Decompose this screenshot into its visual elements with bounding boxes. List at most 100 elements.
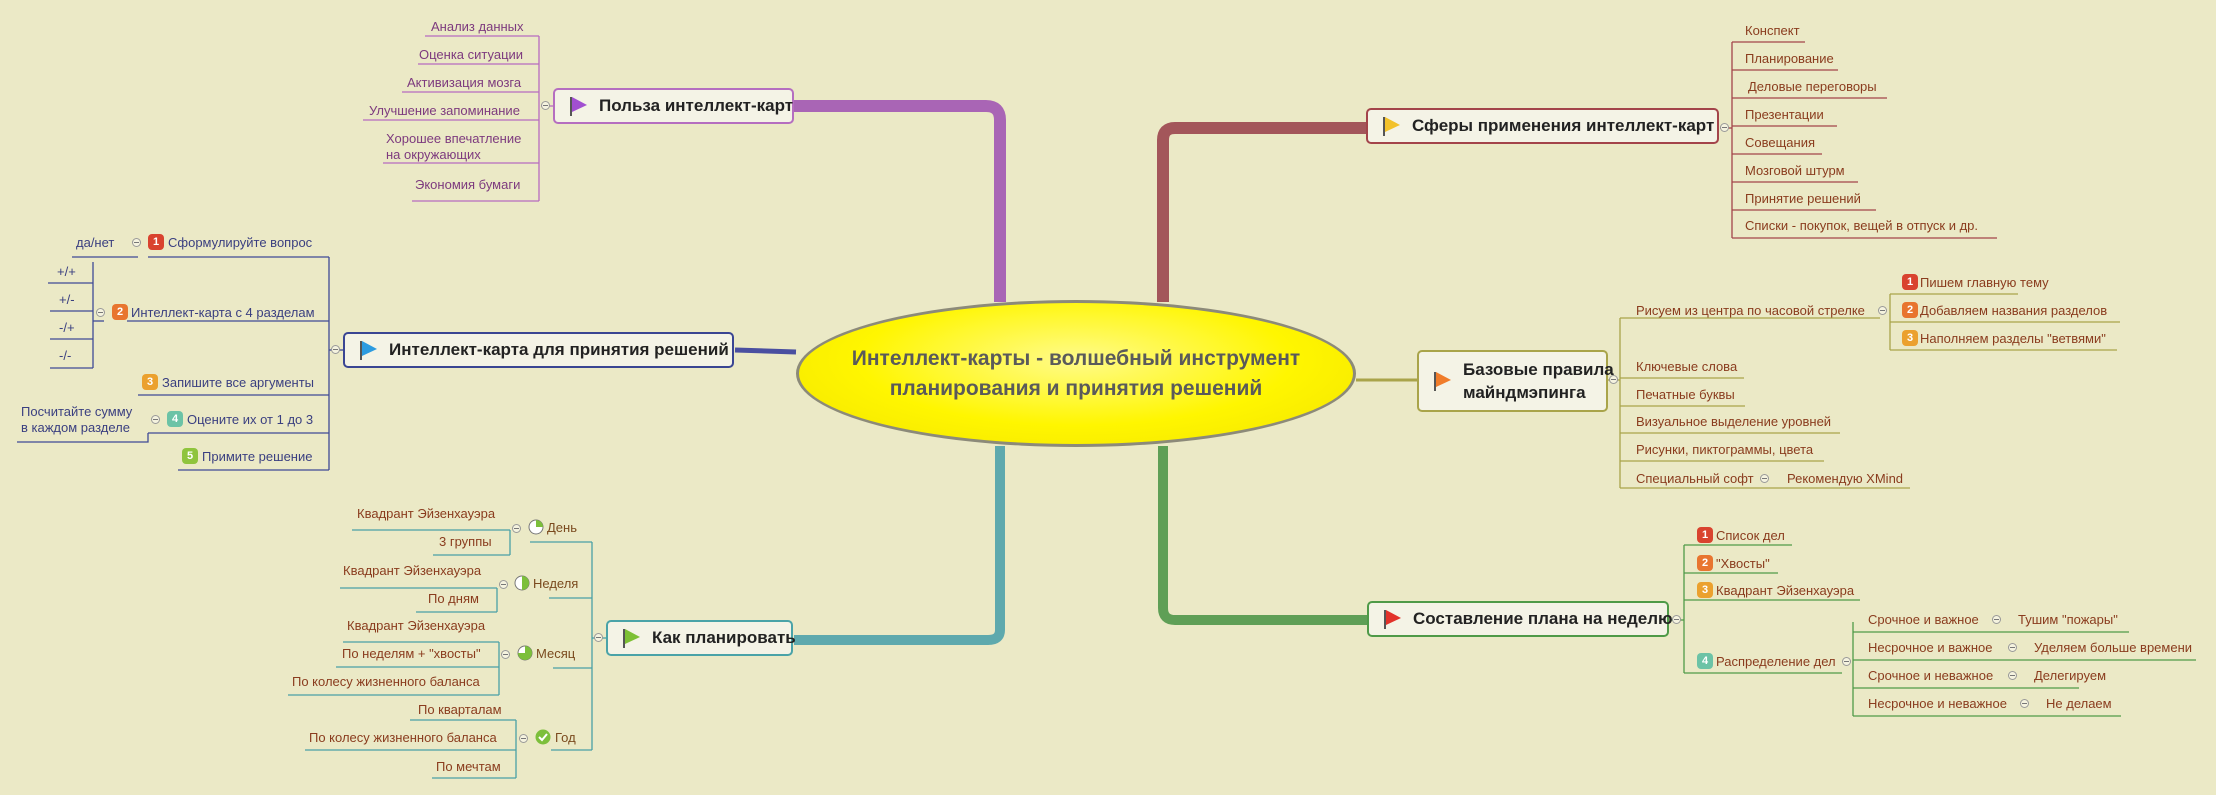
collapse-toggle[interactable]	[1672, 615, 1681, 624]
number-2-icon: 2	[1697, 555, 1713, 571]
decision-quadrant[interactable]: +/-	[59, 292, 75, 307]
orange-flag-icon	[1434, 372, 1451, 391]
decision-step[interactable]: Примите решение	[202, 449, 313, 464]
green-flag-icon	[623, 629, 640, 648]
benefit-item[interactable]: на окружающих	[386, 147, 481, 162]
decision-step[interactable]: Запишите все аргументы	[162, 375, 315, 390]
collapse-toggle[interactable]	[594, 633, 603, 642]
weekly-item[interactable]: "Хвосты"	[1716, 556, 1770, 571]
plan-item[interactable]: По дням	[428, 591, 479, 606]
collapse-toggle[interactable]	[1878, 306, 1887, 315]
sphere-item[interactable]: Списки - покупок, вещей в отпуск и др.	[1745, 218, 1979, 233]
quadrant-action[interactable]: Не делаем	[2046, 696, 2112, 711]
benefit-item[interactable]: Анализ данных	[431, 19, 524, 34]
rules-item[interactable]: Специальный софт	[1636, 471, 1754, 486]
quadrant-label[interactable]: Срочное и важное	[1868, 612, 1979, 627]
plan-item[interactable]: По мечтам	[436, 759, 501, 774]
benefit-item[interactable]: Хорошее впечатление	[386, 131, 522, 146]
decision-quadrant[interactable]: -/+	[59, 320, 75, 335]
benefit-item[interactable]: Оценка ситуации	[419, 47, 524, 62]
number-4-icon: 4	[167, 411, 183, 427]
plan-period[interactable]: Год	[555, 730, 576, 745]
sphere-item[interactable]: Планирование	[1745, 51, 1834, 66]
topic-benefits[interactable]: Польза интеллект-карт	[553, 88, 794, 124]
quadrant-action[interactable]: Тушим "пожары"	[2018, 612, 2118, 627]
plan-item[interactable]: По колесу жизненного баланса	[309, 730, 497, 745]
decision-step[interactable]: Сформулируйте вопрос	[168, 235, 313, 250]
benefit-item[interactable]: Активизация мозга	[407, 75, 522, 90]
plan-item[interactable]: Квадрант Эйзенхауэра	[343, 563, 482, 578]
collapse-toggle[interactable]	[1720, 123, 1729, 132]
collapse-toggle[interactable]	[501, 650, 510, 659]
plan-period[interactable]: Месяц	[536, 646, 576, 661]
collapse-toggle[interactable]	[1760, 474, 1769, 483]
collapse-toggle[interactable]	[1609, 375, 1618, 384]
sphere-item[interactable]: Мозговой штурм	[1745, 163, 1845, 178]
plan-item[interactable]: По колесу жизненного баланса	[292, 674, 480, 689]
weekly-item[interactable]: Квадрант Эйзенхауэра	[1716, 583, 1855, 598]
topic-plan[interactable]: Как планировать	[606, 620, 796, 656]
collapse-toggle[interactable]	[2008, 671, 2017, 680]
central-topic[interactable]: Интеллект-карты - волшебный инструмент п…	[796, 300, 1356, 447]
topic-spheres[interactable]: Сферы применения интеллект-карт	[1366, 108, 1719, 144]
collapse-toggle[interactable]	[541, 101, 550, 110]
quadrant-action[interactable]: Уделяем больше времени	[2034, 640, 2193, 655]
sphere-item[interactable]: Принятие решений	[1745, 191, 1861, 206]
quadrant-action[interactable]: Делегируем	[2034, 668, 2107, 683]
quadrant-label[interactable]: Несрочное и важное	[1868, 640, 1993, 655]
decision-note[interactable]: Посчитайте сумму	[21, 404, 133, 419]
decision-step-child[interactable]: да/нет	[76, 235, 115, 250]
sphere-item[interactable]: Деловые переговоры	[1748, 79, 1877, 94]
collapse-toggle[interactable]	[499, 580, 508, 589]
number-3-icon: 3	[1697, 582, 1713, 598]
decision-quadrant[interactable]: -/-	[59, 348, 72, 363]
collapse-toggle[interactable]	[512, 524, 521, 533]
topic-weekly[interactable]: Составление плана на неделю	[1367, 601, 1673, 637]
collapse-toggle[interactable]	[151, 415, 160, 424]
plan-period[interactable]: День	[547, 520, 577, 535]
collapse-toggle[interactable]	[2020, 699, 2029, 708]
quadrant-label[interactable]: Несрочное и неважное	[1868, 696, 2007, 711]
topic-decision[interactable]: Интеллект-карта для принятия решений	[343, 332, 734, 368]
weekly-item[interactable]: Список дел	[1716, 528, 1785, 543]
plan-item[interactable]: По кварталам	[418, 702, 502, 717]
rules-item[interactable]: Визуальное выделение уровней	[1636, 414, 1832, 429]
check-circle-icon	[535, 729, 551, 745]
decision-step[interactable]: Интеллект-карта с 4 разделам	[131, 305, 315, 320]
rules-step[interactable]: Пишем главную тему	[1920, 275, 2049, 290]
sphere-item[interactable]: Совещания	[1745, 135, 1816, 150]
topic-rules-line1: Базовые правила	[1463, 360, 1614, 379]
collapse-toggle[interactable]	[519, 734, 528, 743]
quadrant-label[interactable]: Срочное и неважное	[1868, 668, 1994, 683]
benefit-item[interactable]: Экономия бумаги	[415, 177, 521, 192]
rules-item[interactable]: Ключевые слова	[1636, 359, 1738, 374]
rules-step[interactable]: Добавляем названия разделов	[1920, 303, 2108, 318]
plan-item[interactable]: 3 группы	[439, 534, 492, 549]
collapse-toggle[interactable]	[96, 308, 105, 317]
collapse-toggle[interactable]	[331, 345, 340, 354]
central-topic-label: Интеллект-карты - волшебный инструмент п…	[851, 346, 1301, 400]
number-3-icon: 3	[1902, 330, 1918, 346]
collapse-toggle[interactable]	[1842, 657, 1851, 666]
rules-item[interactable]: Печатные буквы	[1636, 387, 1735, 402]
rules-step[interactable]: Наполняем разделы "ветвями"	[1920, 331, 2106, 346]
sphere-item[interactable]: Конспект	[1745, 23, 1800, 38]
collapse-toggle[interactable]	[1992, 615, 2001, 624]
plan-period[interactable]: Неделя	[533, 576, 579, 591]
sphere-item[interactable]: Презентации	[1745, 107, 1824, 122]
decision-step[interactable]: Оцените их от 1 до 3	[187, 412, 314, 427]
plan-item[interactable]: Квадрант Эйзенхауэра	[347, 618, 486, 633]
decision-quadrant[interactable]: +/+	[57, 264, 76, 279]
rules-item[interactable]: Рисуем из центра по часовой стрелке	[1636, 303, 1865, 318]
plan-item[interactable]: По неделям + "хвосты"	[342, 646, 481, 661]
collapse-toggle[interactable]	[2008, 643, 2017, 652]
rules-item[interactable]: Рисунки, пиктограммы, цвета	[1636, 442, 1814, 457]
benefit-item[interactable]: Улучшение запоминание	[369, 103, 520, 118]
rules-soft[interactable]: Рекомендую XMind	[1787, 471, 1904, 486]
weekly-item[interactable]: Распределение дел	[1716, 654, 1836, 669]
plan-item[interactable]: Квадрант Эйзенхауэра	[357, 506, 496, 521]
collapse-toggle[interactable]	[132, 238, 141, 247]
topic-decision-label: Интеллект-карта для принятия решений	[389, 340, 729, 359]
topic-rules[interactable]: Базовые правила майндмэпинга	[1417, 350, 1614, 412]
decision-note[interactable]: в каждом разделе	[21, 420, 130, 435]
